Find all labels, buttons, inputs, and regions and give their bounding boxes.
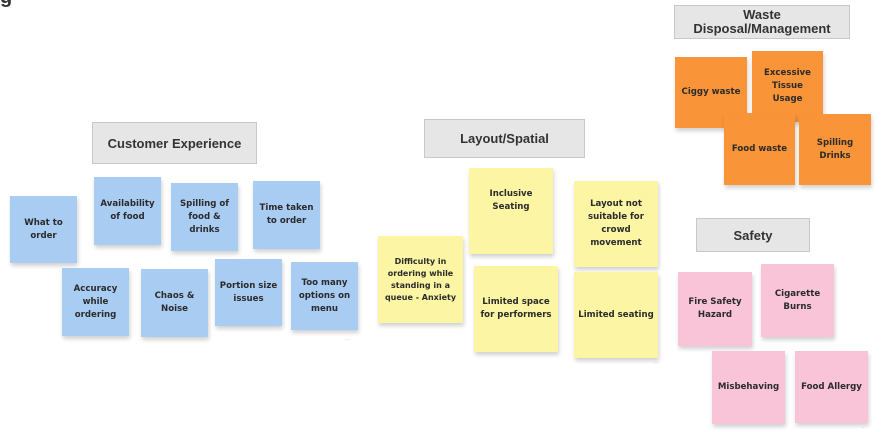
note-chaos-noise[interactable]: Chaos & Noise [141, 269, 208, 337]
header-layout-spatial[interactable]: Layout/Spatial [424, 119, 585, 158]
note-author-label: ···· [654, 360, 660, 365]
note-what-to-order[interactable]: What to order [10, 196, 77, 263]
board-title-fragment: g [0, 0, 190, 8]
note-excessive-tissue[interactable]: Excessive Tissue Usage [752, 51, 823, 122]
note-food-allergy[interactable]: Food Allergy [795, 351, 868, 423]
note-limited-seating[interactable]: Limited seating [574, 272, 658, 358]
note-misbehaving[interactable]: Misbehaving [712, 351, 785, 424]
note-time-taken-to-order[interactable]: Time taken to order [253, 181, 320, 249]
note-too-many-options[interactable]: Too many options on menu [291, 262, 358, 330]
note-author-label: ·· [862, 425, 865, 430]
note-limited-space-performers[interactable]: Limited space for performers [474, 266, 558, 352]
note-food-waste[interactable]: Food waste [724, 113, 795, 185]
note-availability-of-food[interactable]: Availability of food [94, 177, 161, 245]
note-fire-safety-hazard[interactable]: Fire Safety Hazard [678, 272, 752, 346]
note-spilling-drinks[interactable]: Spilling Drinks [799, 114, 871, 185]
header-customer-experience[interactable]: Customer Experience [92, 122, 257, 164]
note-ciggy-waste[interactable]: Ciggy waste [675, 57, 747, 128]
note-portion-size-issues[interactable]: Portion size issues [215, 259, 282, 326]
header-safety[interactable]: Safety [696, 218, 810, 252]
note-spilling-of-food-drinks[interactable]: Spilling of food & drinks [171, 183, 238, 251]
note-accuracy-while-ordering[interactable]: Accuracy while ordering [62, 268, 129, 336]
note-cigarette-burns[interactable]: Cigarette Burns [761, 264, 834, 337]
note-layout-not-suitable[interactable]: Layout not suitable for crowd movement [574, 181, 658, 267]
note-author-label: ···· [345, 337, 351, 342]
note-inclusive-seating[interactable]: Inclusive Seating [469, 168, 553, 254]
header-waste-disposal[interactable]: Waste Disposal/Management [674, 5, 850, 39]
note-difficulty-ordering-queue[interactable]: Difficulty in ordering while standing in… [378, 236, 463, 323]
